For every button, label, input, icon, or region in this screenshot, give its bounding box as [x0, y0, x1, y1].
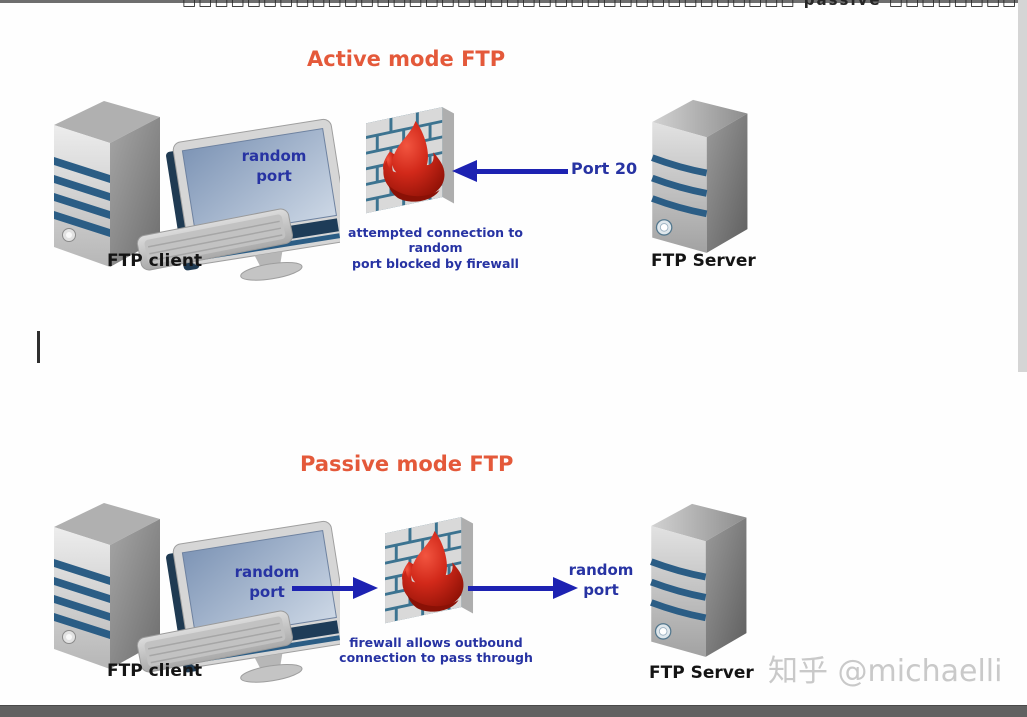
keyboard	[136, 208, 293, 271]
top-border-bar	[0, 0, 1027, 3]
firewall-brick-flame-icon	[385, 517, 474, 624]
watermark: 知乎 @michaelli	[768, 654, 1003, 689]
clipped-text: □□□□□□□□□□□□□□□□□□□□□□□□□□□□□□□□□□□□□□ p…	[182, 0, 1020, 9]
text-cursor	[37, 331, 40, 363]
passive-client-port-label: random port	[234, 563, 300, 601]
arrow-shaft	[468, 585, 553, 591]
active-firewall-caption: attempted connection to random port bloc…	[348, 225, 523, 271]
active-arrow-label: Port 20	[571, 159, 638, 178]
arrow-right-icon	[468, 577, 578, 599]
passive-diagram-title: Passive mode FTP	[300, 452, 514, 476]
active-client-port-label: random port	[241, 147, 307, 185]
server-tower-icon	[651, 99, 748, 253]
desktop-computer-icon	[54, 503, 340, 683]
clipped-text-line: □□□□□□□□□□□□□□□□□□□□□□□□□□□□□□□□□□□□□□ p…	[182, 0, 1020, 9]
arrow-shaft	[292, 585, 353, 591]
desktop-computer-icon	[54, 101, 340, 281]
keyboard	[136, 610, 293, 673]
firewall-brick-flame-icon	[366, 107, 455, 214]
passive-client-label: FTP client	[107, 661, 203, 681]
active-diagram-title: Active mode FTP	[307, 47, 506, 71]
tower	[54, 101, 160, 267]
server-tower-icon	[650, 503, 747, 657]
flame	[402, 531, 464, 612]
passive-server-label: FTP Server	[649, 663, 754, 683]
passive-firewall-caption: firewall allows outbound connection to p…	[339, 635, 533, 666]
active-client-label: FTP client	[107, 251, 203, 271]
arrow-shaft	[477, 168, 568, 174]
flame	[383, 121, 445, 202]
arrow-head	[452, 160, 477, 182]
arrow-head	[553, 577, 578, 599]
arrow-right-icon	[292, 577, 378, 599]
arrow-left-icon	[452, 160, 568, 182]
passive-server-port-label: random port	[568, 561, 634, 599]
tower	[54, 503, 160, 669]
active-server-label: FTP Server	[651, 251, 756, 271]
arrow-head	[353, 577, 378, 599]
bottom-border-bar	[0, 705, 1027, 717]
right-edge-strip	[1018, 0, 1027, 372]
